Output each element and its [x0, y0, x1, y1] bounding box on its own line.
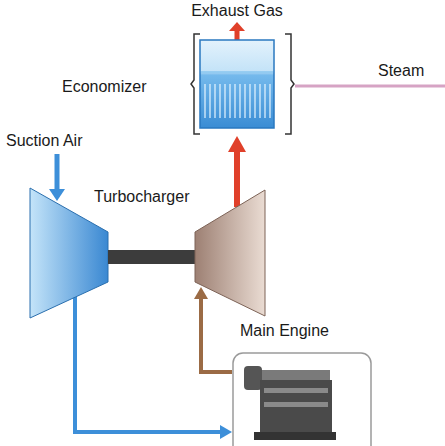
bracket — [191, 34, 200, 134]
water-surface — [201, 71, 273, 73]
turbine — [195, 190, 265, 316]
suction-arrow-shaft — [55, 154, 60, 190]
flow-arrow — [201, 299, 232, 372]
node-label: Economizer — [62, 78, 146, 96]
economizer-node: Economizer — [62, 32, 295, 136]
economizer-tube — [219, 84, 220, 118]
engine-cylinders — [262, 370, 330, 380]
economizer-illustration — [190, 32, 295, 136]
bracket — [285, 34, 294, 134]
flow-arrow — [75, 297, 220, 432]
engine-stripe — [264, 402, 328, 407]
engine-box — [233, 353, 371, 446]
economizer-tube — [204, 84, 205, 118]
economizer-tube — [244, 84, 245, 118]
flow-arrow — [234, 152, 240, 207]
main-engine-node: Main Engine — [232, 322, 372, 446]
flow-label: Suction Air — [6, 132, 82, 150]
suction-arrow-head — [49, 189, 65, 201]
economizer-tube — [239, 84, 240, 118]
node-label: Main Engine — [240, 322, 329, 340]
exhaust-arrow-head — [229, 22, 245, 31]
engine-stripe — [264, 388, 328, 393]
economizer-tube — [249, 84, 250, 118]
flow-label: Steam — [378, 62, 424, 80]
compressor — [30, 188, 108, 318]
economizer-tube — [259, 84, 260, 118]
economizer-tube — [254, 84, 255, 118]
label-anchor: Suction Air — [6, 132, 82, 150]
economizer-tube — [234, 84, 235, 118]
turbocharger-node: Turbocharger — [28, 184, 268, 322]
engine-turbo — [244, 366, 262, 390]
label-anchor: Steam — [378, 62, 424, 80]
steam-line — [295, 85, 445, 88]
economizer-tube — [269, 84, 270, 118]
economizer-tube — [224, 84, 225, 118]
economizer-tube — [214, 84, 215, 118]
node-label: Turbocharger — [94, 188, 189, 206]
economizer-tube — [209, 84, 210, 118]
engine-body — [260, 380, 332, 432]
economizer-body — [200, 40, 274, 128]
economizer-tube — [264, 84, 265, 118]
label-anchor: Exhaust Gas — [237, 2, 329, 20]
main-engine-illustration — [232, 352, 372, 446]
economizer-tube — [229, 84, 230, 118]
shaft — [108, 250, 195, 264]
engine-base — [254, 432, 336, 440]
flow-label: Exhaust Gas — [191, 2, 283, 20]
